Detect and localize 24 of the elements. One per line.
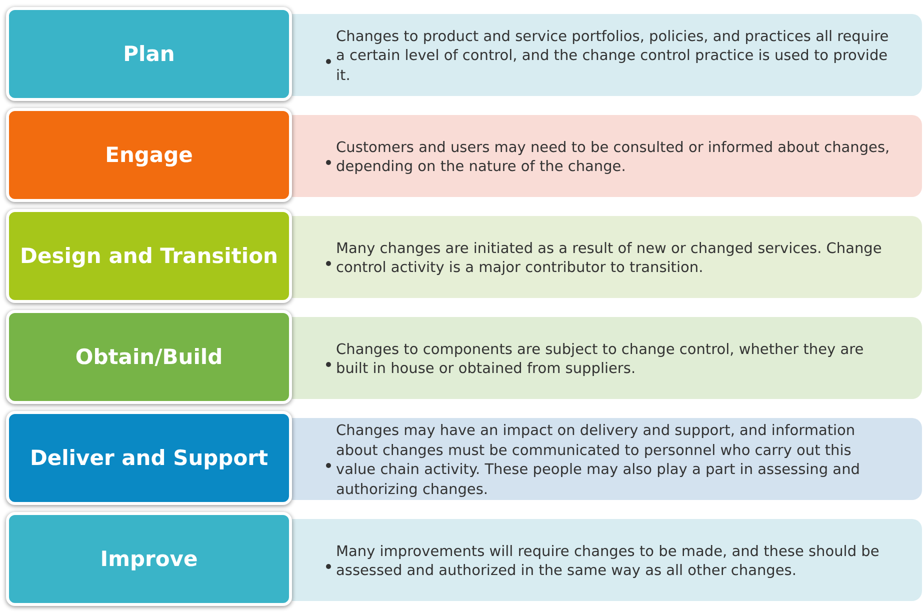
- description-panel: [292, 115, 922, 197]
- description-panel: [292, 519, 922, 601]
- bullet-text: Many improvements will require changes to be made, and these should be assessed and authorized in the same way as all other changes.: [336, 542, 880, 581]
- stage-title: Improve: [100, 547, 198, 571]
- stage-box: [6, 512, 292, 606]
- stage-title: Plan: [123, 42, 175, 66]
- stage-title: Design and Transition: [20, 244, 278, 268]
- bullet-text: Changes to product and service portfolios, policies, and practices all require a certain level of control, and the change control practice is used to provide it.: [336, 28, 890, 86]
- description-panel: [292, 317, 922, 399]
- stage-title: Engage: [105, 143, 193, 167]
- bullet-text: Changes to components are subject to change control, whether they are built in house or obtained from suppliers.: [336, 340, 865, 379]
- description-panel: [292, 216, 922, 298]
- bullet-text: Many changes are initiated as a result of new or changed services. Change control activity is a major contributor to transition.: [336, 240, 883, 278]
- stage-box: [6, 108, 292, 202]
- stage-box: [6, 411, 292, 505]
- description-panel: [292, 418, 922, 500]
- stage-box: [6, 7, 292, 101]
- stage-box: [6, 209, 292, 303]
- stage-box: [6, 310, 292, 404]
- description-panel: [292, 14, 922, 96]
- bullet-text: Changes may have an impact on delivery and support, and information about changes must be communicated to personnel who carry out this value chain activity. These people may also play a part in assessing and authorizing changes.: [336, 422, 861, 500]
- stage-title: Deliver and Support: [30, 446, 268, 470]
- stage-title: Obtain/Build: [75, 345, 223, 369]
- bullet-text: Customers and users may need to be consulted or informed about changes, depending on the nature of the change.: [336, 138, 891, 177]
